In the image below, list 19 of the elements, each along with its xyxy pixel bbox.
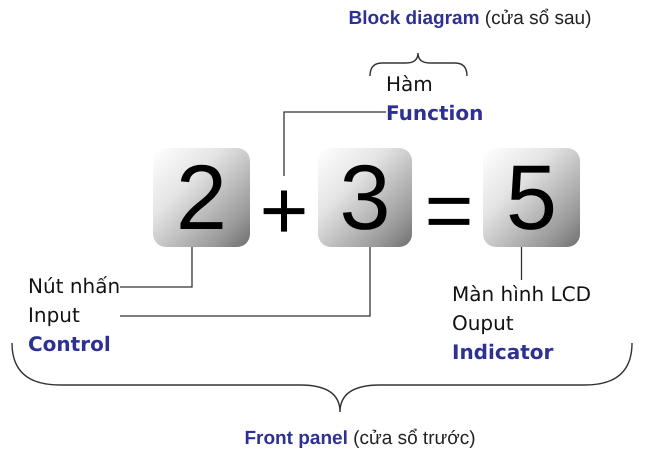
leader-line [120,247,371,317]
leader-line [120,247,193,288]
caption-heading: Indicator [452,339,554,366]
plus-sign: + [258,176,310,244]
caption-heading: Control [28,331,112,358]
equals-sign: = [423,176,475,244]
caption-text: Nút nhấn [28,273,120,300]
diagram-title: Block diagram (cửa sổ sau) [348,8,592,30]
figure-caption: Front panel (cửa sổ trước) [244,428,476,450]
leader-line [520,247,522,280]
caption-heading: Function [386,100,484,127]
display-tile: 5 [483,148,580,247]
caption-text: Ouput [452,310,515,337]
digit-tile: 3 [318,148,412,247]
caption-text: Input [28,302,81,329]
caption-text: Hàm [386,71,434,98]
caption-text: Màn hình LCD [452,281,591,308]
leader-line [283,111,386,176]
digit-tile: 2 [153,148,250,247]
